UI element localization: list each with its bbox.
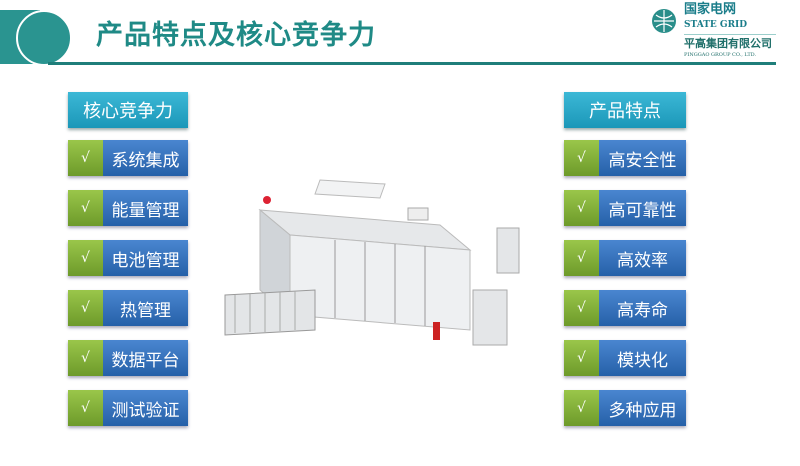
check-icon: √ [564, 390, 599, 426]
right-item: √多种应用 [564, 390, 686, 426]
left-item: √热管理 [68, 290, 188, 326]
check-icon: √ [68, 240, 103, 276]
check-icon: √ [68, 140, 103, 176]
right-item: √高可靠性 [564, 190, 686, 226]
page-title: 产品特点及核心竞争力 [96, 20, 376, 51]
item-label: 高寿命 [599, 290, 686, 326]
item-label: 高可靠性 [599, 190, 686, 226]
item-label: 模块化 [599, 340, 686, 376]
energy-storage-container-illustration [224, 179, 520, 346]
check-icon: √ [68, 390, 103, 426]
left-item: √测试验证 [68, 390, 188, 426]
header-divider [48, 62, 776, 65]
check-icon: √ [564, 240, 599, 276]
right-item: √高效率 [564, 240, 686, 276]
left-item: √系统集成 [68, 140, 188, 176]
header-accent-circle [16, 10, 72, 66]
product-features-header: 产品特点 [564, 92, 686, 128]
right-item: √模块化 [564, 340, 686, 376]
check-icon: √ [564, 190, 599, 226]
left-item: √能量管理 [68, 190, 188, 226]
item-label: 能量管理 [103, 190, 188, 226]
state-grid-logo-icon [652, 9, 676, 33]
check-icon: √ [68, 340, 103, 376]
right-item: √高安全性 [564, 140, 686, 176]
check-icon: √ [68, 290, 103, 326]
right-item: √高寿命 [564, 290, 686, 326]
item-label: 多种应用 [599, 390, 686, 426]
left-item: √电池管理 [68, 240, 188, 276]
logo-cn: 国家电网 [684, 2, 737, 17]
check-icon: √ [564, 340, 599, 376]
item-label: 高效率 [599, 240, 686, 276]
check-icon: √ [564, 290, 599, 326]
item-label: 测试验证 [103, 390, 188, 426]
item-label: 系统集成 [103, 140, 188, 176]
left-item: √数据平台 [68, 340, 188, 376]
company-cn: 平高集团有限公司 [684, 37, 772, 50]
check-icon: √ [564, 140, 599, 176]
check-icon: √ [68, 190, 103, 226]
item-label: 数据平台 [103, 340, 188, 376]
logo-en: STATE GRID [684, 20, 748, 30]
logo-divider [684, 34, 776, 35]
item-label: 电池管理 [103, 240, 188, 276]
core-competence-header: 核心竞争力 [68, 92, 188, 128]
company-en: PINGGAO GROUP CO., LTD. [684, 52, 757, 58]
item-label: 热管理 [103, 290, 188, 326]
item-label: 高安全性 [599, 140, 686, 176]
